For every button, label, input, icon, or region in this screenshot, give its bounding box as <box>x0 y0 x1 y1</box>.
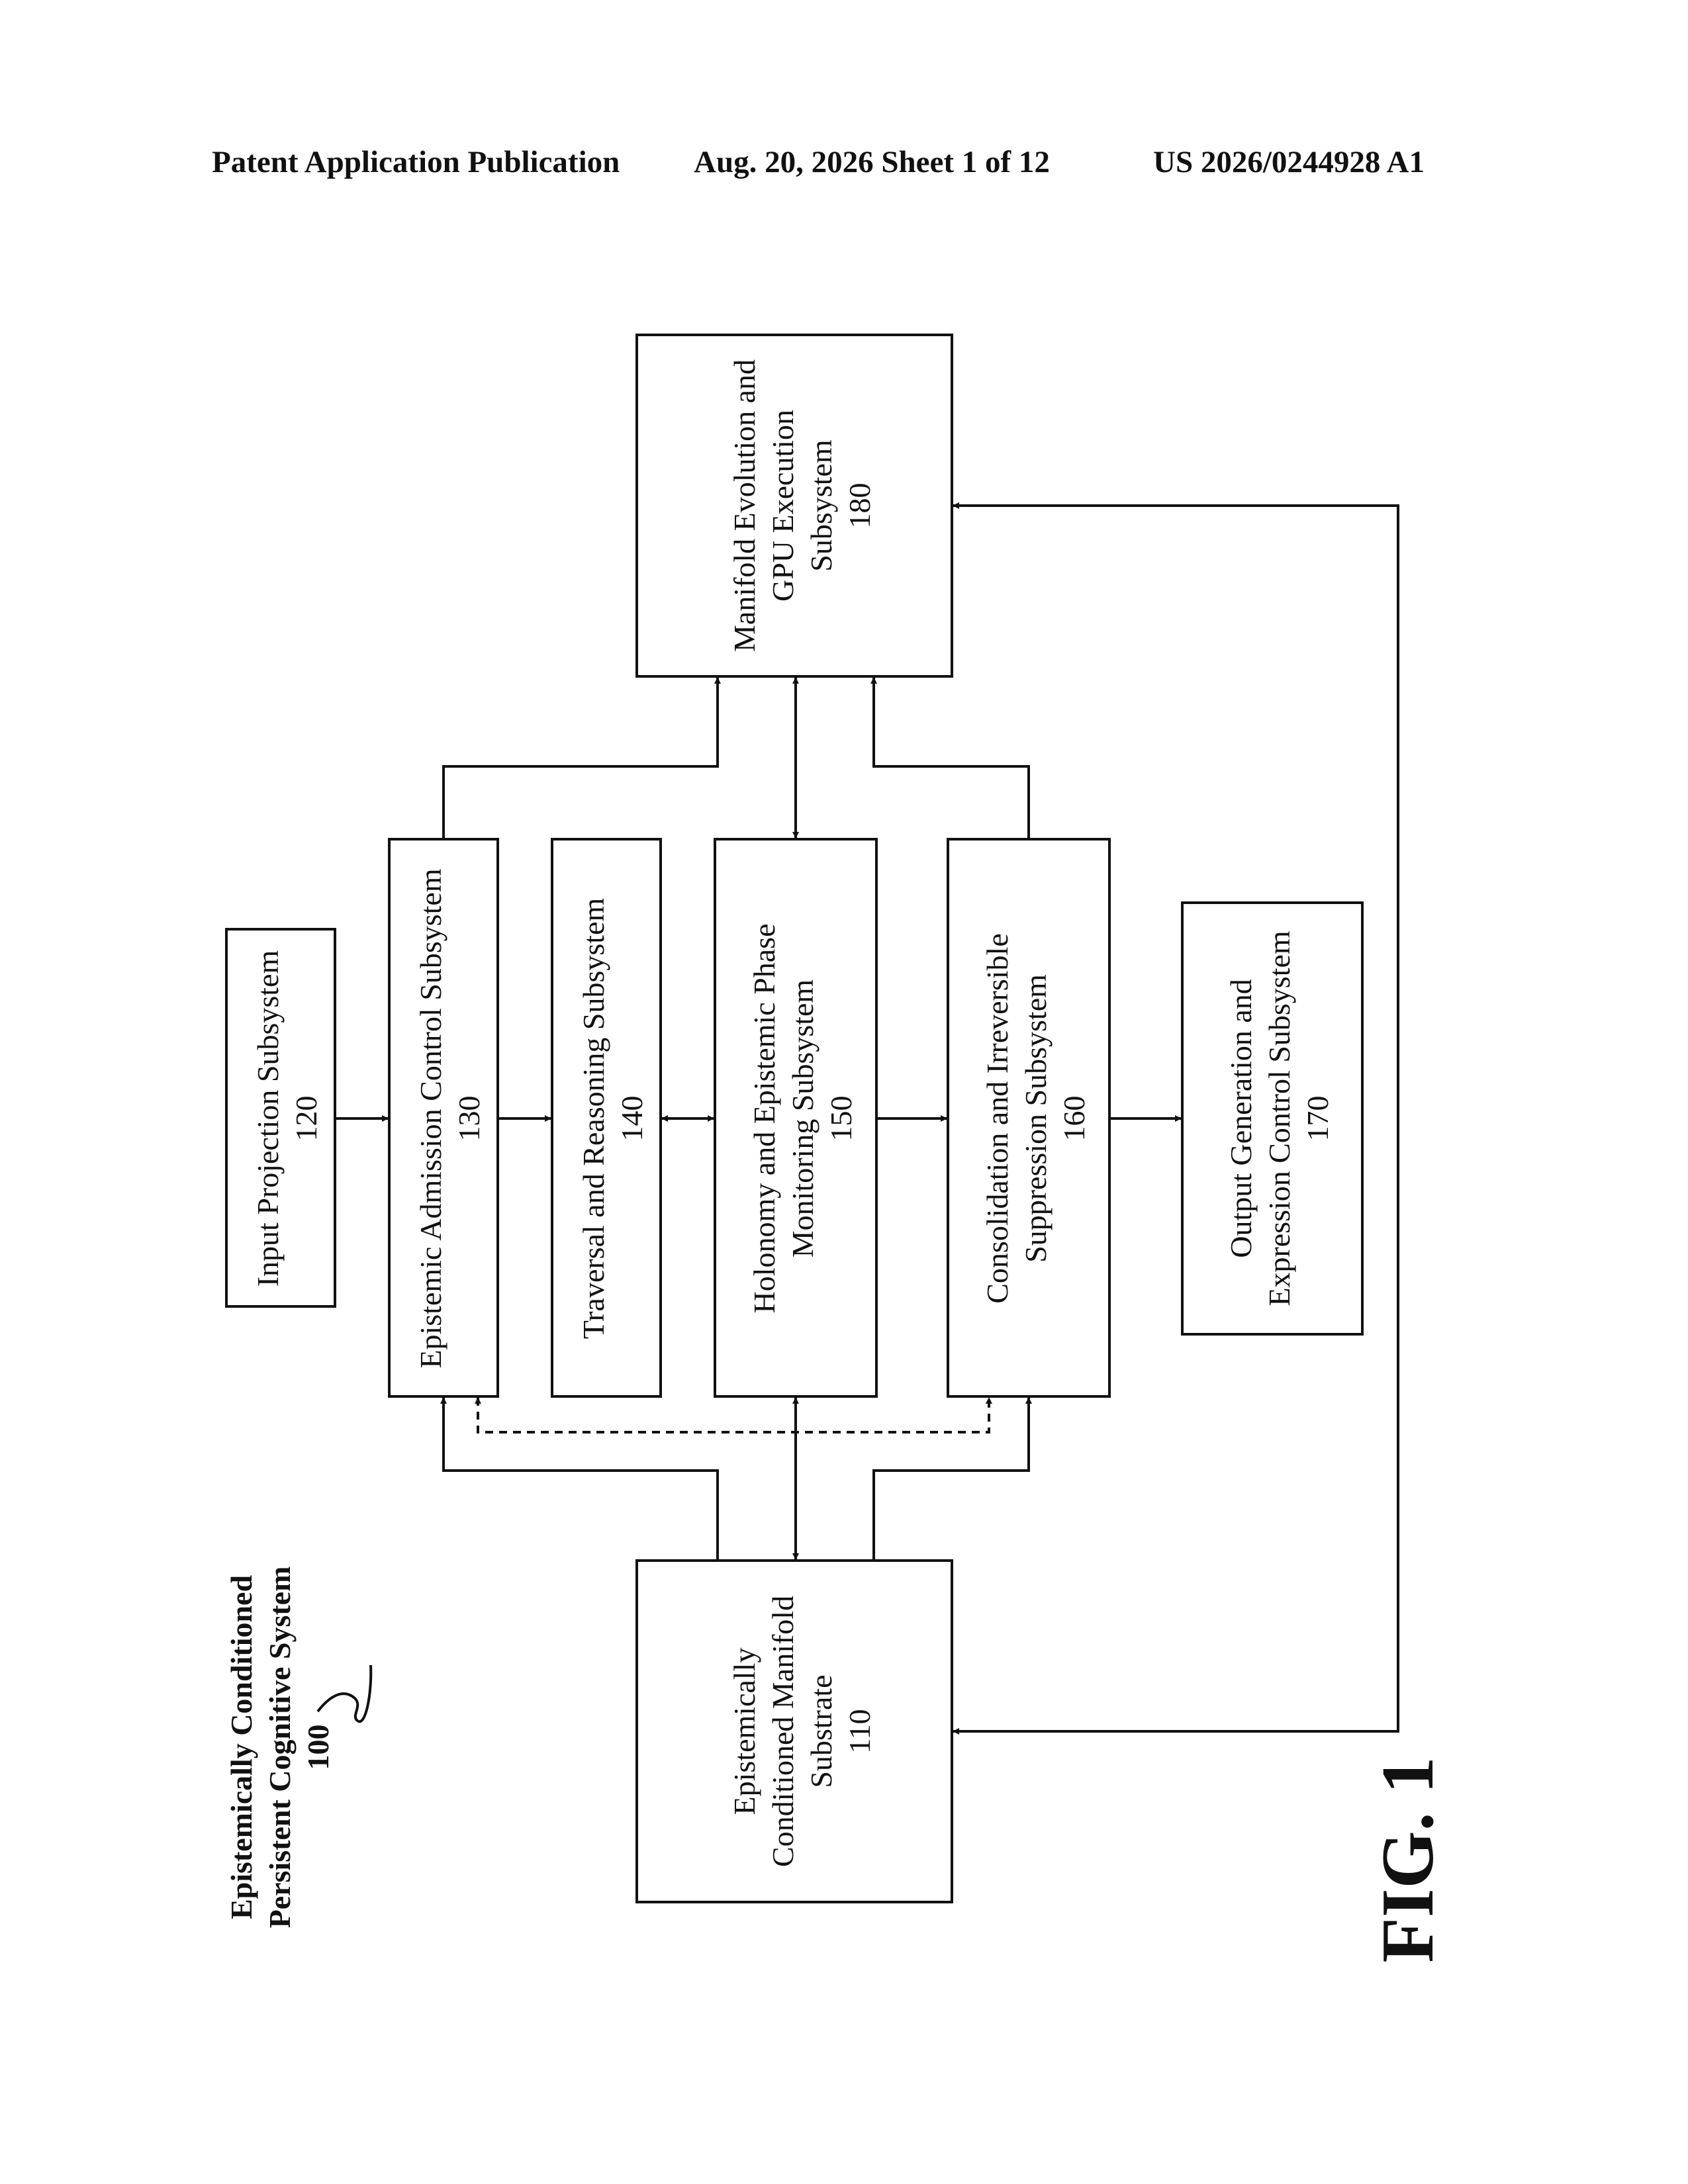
svg-text:140: 140 <box>615 1096 649 1142</box>
reference-squiggle <box>318 1665 371 1721</box>
svg-text:Input Projection Subsystem: Input Projection Subsystem <box>251 950 285 1287</box>
svg-text:Substrate: Substrate <box>804 1674 838 1788</box>
svg-text:Holonomy and Epistemic Phase: Holonomy and Epistemic Phase <box>747 924 781 1314</box>
svg-text:Epistemically: Epistemically <box>727 1648 761 1815</box>
svg-text:Manifold Evolution and: Manifold Evolution and <box>727 359 761 652</box>
svg-text:100: 100 <box>301 1725 335 1770</box>
svg-text:120: 120 <box>289 1096 323 1142</box>
system-ref: 100 <box>301 1725 335 1770</box>
svg-text:Epistemically Conditioned: Epistemically Conditioned <box>224 1575 258 1920</box>
svg-text:110: 110 <box>843 1709 876 1753</box>
svg-text:FIG. 1: FIG. 1 <box>1367 1756 1449 1962</box>
svg-text:Conditioned Manifold: Conditioned Manifold <box>766 1596 800 1867</box>
svg-text:Epistemic Admission Control Su: Epistemic Admission Control Subsystem <box>414 868 447 1368</box>
arrow-110-to-160 <box>874 1398 1029 1561</box>
svg-text:Output Generation and: Output Generation and <box>1224 979 1258 1258</box>
svg-text:160: 160 <box>1057 1096 1091 1142</box>
figure-label: FIG. 1 <box>1367 1756 1449 1962</box>
svg-text:Traversal and Reasoning Subsys: Traversal and Reasoning Subsystem <box>577 898 610 1340</box>
svg-text:130: 130 <box>452 1096 486 1142</box>
svg-text:180: 180 <box>843 483 876 529</box>
arrow-160-to-180 <box>874 678 1029 839</box>
svg-text:Expression Control Subsystem: Expression Control Subsystem <box>1262 931 1296 1306</box>
dashed-link-130-160 <box>478 1398 989 1432</box>
arrow-130-to-180 <box>444 678 718 839</box>
svg-text:Persistent Cognitive System: Persistent Cognitive System <box>263 1567 297 1929</box>
svg-text:Consolidation and Irreversible: Consolidation and Irreversible <box>980 933 1014 1304</box>
svg-text:150: 150 <box>824 1096 858 1142</box>
svg-text:170: 170 <box>1301 1096 1335 1142</box>
svg-text:GPU Execution: GPU Execution <box>766 410 800 602</box>
svg-text:Suppression Subsystem: Suppression Subsystem <box>1019 974 1053 1263</box>
svg-text:Subsystem: Subsystem <box>804 439 838 572</box>
arrow-110-to-130 <box>444 1398 718 1561</box>
svg-text:Monitoring Subsystem: Monitoring Subsystem <box>786 979 820 1258</box>
system-title: Epistemically Conditioned Persistent Cog… <box>224 1567 297 1929</box>
